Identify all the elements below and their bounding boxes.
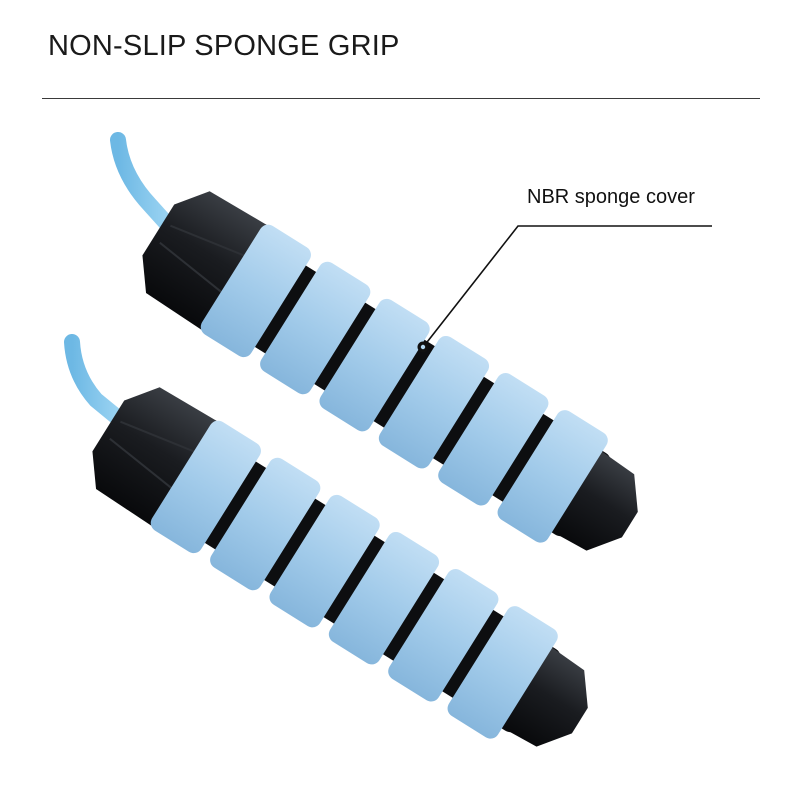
title-divider — [42, 98, 760, 99]
handle-tip-bottom — [488, 638, 588, 747]
sponge-ring — [328, 531, 440, 665]
sponge-ring — [269, 494, 380, 628]
sponge-ring — [260, 261, 371, 395]
rope-cord-bottom — [64, 334, 126, 426]
sponge-ring — [200, 224, 311, 358]
sponge-ring — [150, 420, 261, 554]
sponge-ring — [378, 335, 490, 469]
sponge-rings-bottom — [150, 420, 558, 739]
sponge-ring — [438, 373, 549, 506]
callout-label: NBR sponge cover — [527, 186, 695, 208]
jump-rope-handle-top — [110, 132, 638, 551]
callout-line — [423, 225, 712, 347]
rope-cord-top — [110, 132, 176, 233]
handle-tip-top — [538, 442, 638, 551]
sponge-ring — [497, 410, 608, 543]
sponge-ring — [388, 569, 499, 702]
jump-rope-handle-bottom — [64, 334, 588, 747]
sponge-rings-top — [200, 224, 608, 543]
sponge-ring — [447, 606, 558, 739]
page-title: NON-SLIP SPONGE GRIP — [48, 30, 400, 62]
callout-leader — [417, 225, 712, 353]
sponge-ring — [319, 298, 430, 432]
sponge-ring — [210, 457, 321, 591]
